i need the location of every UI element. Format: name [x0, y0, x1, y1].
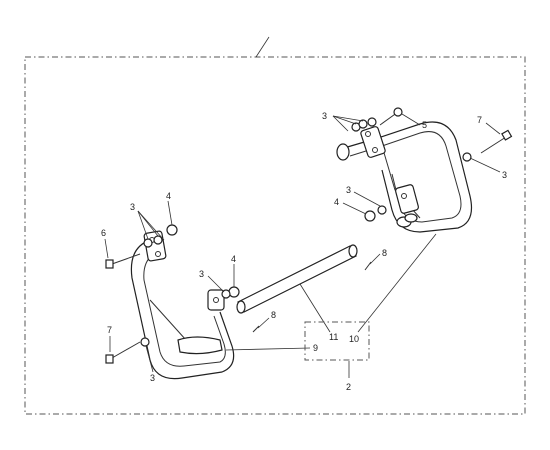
label-5: 5	[422, 120, 427, 130]
label-3: 3	[346, 185, 351, 195]
label-4: 4	[166, 191, 171, 201]
assembly-border	[24, 56, 526, 415]
label-8: 8	[271, 310, 276, 320]
label-3: 3	[199, 269, 204, 279]
right-crash-bar	[336, 121, 473, 233]
leader-1	[255, 36, 270, 58]
label-4: 4	[334, 197, 339, 207]
label-10: 10	[349, 334, 359, 344]
label-6: 6	[101, 228, 106, 238]
label-3: 3	[150, 373, 155, 383]
label-7: 7	[107, 325, 112, 335]
left-crash-bar	[130, 230, 235, 380]
label-4: 4	[231, 254, 236, 264]
label-9: 9	[313, 343, 318, 353]
label-11: 11	[329, 332, 338, 342]
callout-labels: 3 5 7 3 3 4 8 3 4 6 4 3 8 7 3 11 10 9 2 …	[101, 111, 507, 392]
label-8: 8	[382, 248, 387, 258]
cross-tube	[236, 244, 358, 314]
label-2: 2	[346, 382, 351, 392]
label-3: 3	[130, 202, 135, 212]
left-fasteners	[105, 224, 260, 364]
label-3: 3	[502, 170, 507, 180]
label-3: 3	[322, 111, 327, 121]
kit-box	[304, 321, 370, 361]
label-7: 7	[477, 115, 482, 125]
leader-lines	[104, 113, 501, 378]
right-fasteners	[351, 107, 513, 271]
